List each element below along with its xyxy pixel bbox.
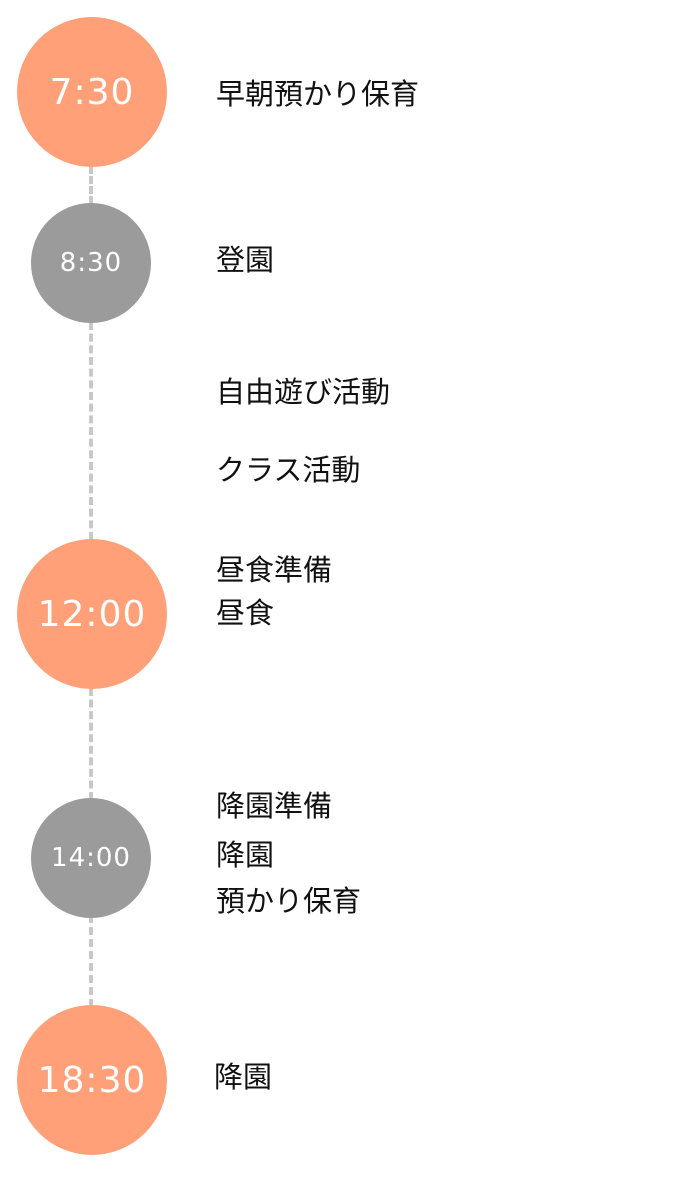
- timeline-connector: [89, 688, 93, 800]
- time-label: 8:30: [59, 248, 123, 278]
- activity-early-care: 早朝預かり保育: [216, 77, 420, 111]
- timeline-connector: [89, 322, 93, 540]
- activity-lunch: 昼食: [216, 596, 275, 630]
- activity-class: クラス活動: [216, 453, 361, 487]
- activity-free-play: 自由遊び活動: [216, 375, 391, 409]
- time-label: 12:00: [37, 593, 147, 635]
- activity-departure: 降園: [216, 838, 275, 872]
- time-label: 14:00: [51, 843, 131, 873]
- timeline-connector: [89, 166, 93, 204]
- activity-arrival: 登園: [216, 243, 275, 277]
- activity-departure-prep: 降園準備: [216, 789, 333, 823]
- time-circle-0730: 7:30: [17, 17, 167, 167]
- activity-extended-care: 預かり保育: [216, 884, 362, 918]
- time-label: 18:30: [37, 1059, 147, 1101]
- time-circle-0830: 8:30: [31, 203, 151, 323]
- timeline-connector: [89, 915, 93, 1007]
- activity-final-departure: 降園: [214, 1060, 273, 1094]
- time-label: 7:30: [49, 71, 135, 113]
- time-circle-1400: 14:00: [31, 798, 151, 918]
- activity-lunch-prep: 昼食準備: [216, 553, 333, 587]
- time-circle-1200: 12:00: [17, 539, 167, 689]
- time-circle-1830: 18:30: [17, 1005, 167, 1155]
